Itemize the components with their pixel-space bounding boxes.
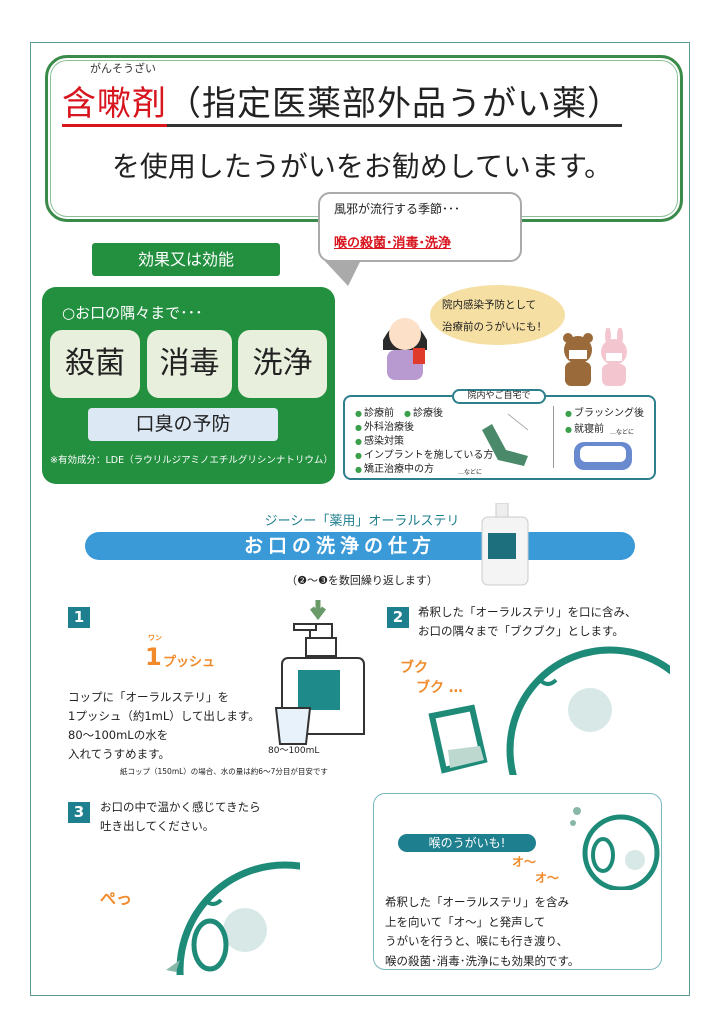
title-furigana: がんそうざい — [90, 62, 156, 75]
dental-chair-icon — [482, 413, 529, 466]
sfx-pe: ぺっ — [100, 889, 133, 908]
subtitle: を使用したうがいをお勧めしています。 — [111, 150, 613, 183]
usage-divider — [553, 406, 554, 468]
speech-bubble — [318, 192, 522, 262]
step3-number: 3 — [68, 802, 90, 823]
product-bottle-image — [481, 503, 529, 586]
woman-gargling-illustration — [383, 318, 427, 380]
page-border — [30, 42, 690, 996]
step1-text: コップに「オーラルステリ」を 1プッシュ（約1mL）して出します。 80～100mL… — [68, 688, 260, 764]
bear-looking-up-illustration — [570, 807, 660, 890]
prevention-line1: 院内感染予防として — [442, 299, 537, 311]
title-rest: （指定医薬部外品うがい薬） — [167, 84, 622, 127]
step2-text: 希釈した「オーラルステリ」を口に含み、お口の隅々まで「ブクブク」とします。 — [418, 603, 637, 641]
step1-number: 1 — [68, 607, 90, 628]
prevention-oval: 院内感染予防として 治療前のうがいにも！ — [430, 285, 565, 345]
bubble-line2: 喉の殺菌･消毒･洗浄 — [334, 236, 452, 251]
step2-line: お口の隅々まで「ブクブク」とします。 — [418, 624, 624, 638]
step2-line: 希釈した「オーラルステリ」を口に含み、 — [418, 605, 637, 619]
push-ruby: ワン — [148, 634, 162, 642]
usage-item: ブラッシング後 — [565, 408, 644, 420]
throat-line: 喉の殺菌･消毒･洗浄にも効果的です。 — [385, 953, 580, 968]
step1-line: 入れてうすめます。 — [68, 747, 171, 761]
cup-note: 紙コップ（150mL）の場合、水の量は約6～7分目が目安です — [120, 767, 328, 776]
throat-gargle-box — [373, 793, 662, 970]
sfx-oh1: オ～ — [512, 855, 537, 869]
step1-line: 80～100mLの水を — [68, 728, 169, 742]
howto-banner: お口の洗浄の仕方 — [85, 532, 635, 560]
bear-spitting-illustration — [166, 861, 300, 975]
push-label: プッシュ — [163, 655, 216, 670]
ingredient-note: ※有効成分：LDE（ラウリルジアミノエチルグリシンナトリウム） — [50, 455, 333, 466]
sfx-buku2: ブク … — [416, 680, 463, 696]
usage-item: 就寝前 — [565, 424, 604, 436]
step1-line: コップに「オーラルステリ」を — [68, 690, 229, 704]
usage-item: 矯正治療中の方 — [355, 464, 434, 476]
step3-line: お口の中で温かく感じてきたら — [100, 800, 261, 814]
step3-line: 吐き出してください。 — [100, 819, 215, 833]
tile-disinfect: 消毒 — [147, 330, 232, 398]
page-title: 含嗽剤（指定医薬部外品うがい薬） — [62, 76, 622, 127]
usage-item: 感染対策 — [355, 436, 404, 448]
bear-rabbit-illustration — [563, 328, 627, 386]
effects-heading: ○お口の隅々まで･･･ — [62, 304, 203, 322]
throat-line: うがいを行うと、喉にも行き渡り、 — [385, 934, 569, 948]
step1-line: 1プッシュ（約1mL）して出します。 — [68, 709, 260, 723]
throat-line: 希釈した「オーラルステリ」を含み — [385, 895, 569, 909]
cup-label: 80～100mL — [268, 746, 320, 756]
usage-item: インプラントを施している方 — [355, 450, 493, 462]
title-red: 含嗽剤 — [62, 84, 167, 127]
sfx-buku1: ブク — [400, 660, 428, 676]
throat-text: 希釈した「オーラルステリ」を含み上を向いて「オ～」と発声してうがいを行うと、喉に… — [385, 893, 579, 971]
sink-icon — [574, 442, 632, 470]
bubble-line1: 風邪が流行する季節･･･ — [334, 202, 461, 216]
tile-sterilize: 殺菌 — [50, 330, 140, 398]
usage-item: 外科治療後 — [355, 422, 414, 434]
pump-bottle-illustration — [274, 600, 365, 745]
repeat-note: （❷～❸を数回繰り返します） — [286, 574, 438, 587]
usage-right-etc: …などに — [610, 429, 635, 436]
sfx-oh2: オ～ — [535, 871, 560, 885]
odor-prevention: 口臭の予防 — [88, 408, 278, 441]
usage-item: 診療前 — [355, 408, 394, 420]
push-number: 1 — [145, 643, 162, 671]
effects-label: 効果又は効能 — [92, 243, 280, 276]
usage-left-etc: …などに — [458, 469, 483, 476]
tile-wash: 洗浄 — [238, 330, 327, 398]
step3-text: お口の中で温かく感じてきたら吐き出してください。 — [100, 798, 261, 836]
usage-title: 院内やご自宅で — [452, 389, 546, 404]
throat-line: 上を向いて「オ～」と発声して — [385, 914, 546, 929]
usage-item: 診療後 — [404, 408, 443, 420]
product-brand: ジーシー「薬用」オーラルステリ — [264, 514, 460, 529]
throat-title: 喉のうがいも! — [398, 834, 536, 852]
prevention-line2: 治療前のうがいにも！ — [442, 321, 547, 333]
bear-gargling-illustration — [428, 646, 670, 775]
step2-number: 2 — [387, 607, 409, 628]
